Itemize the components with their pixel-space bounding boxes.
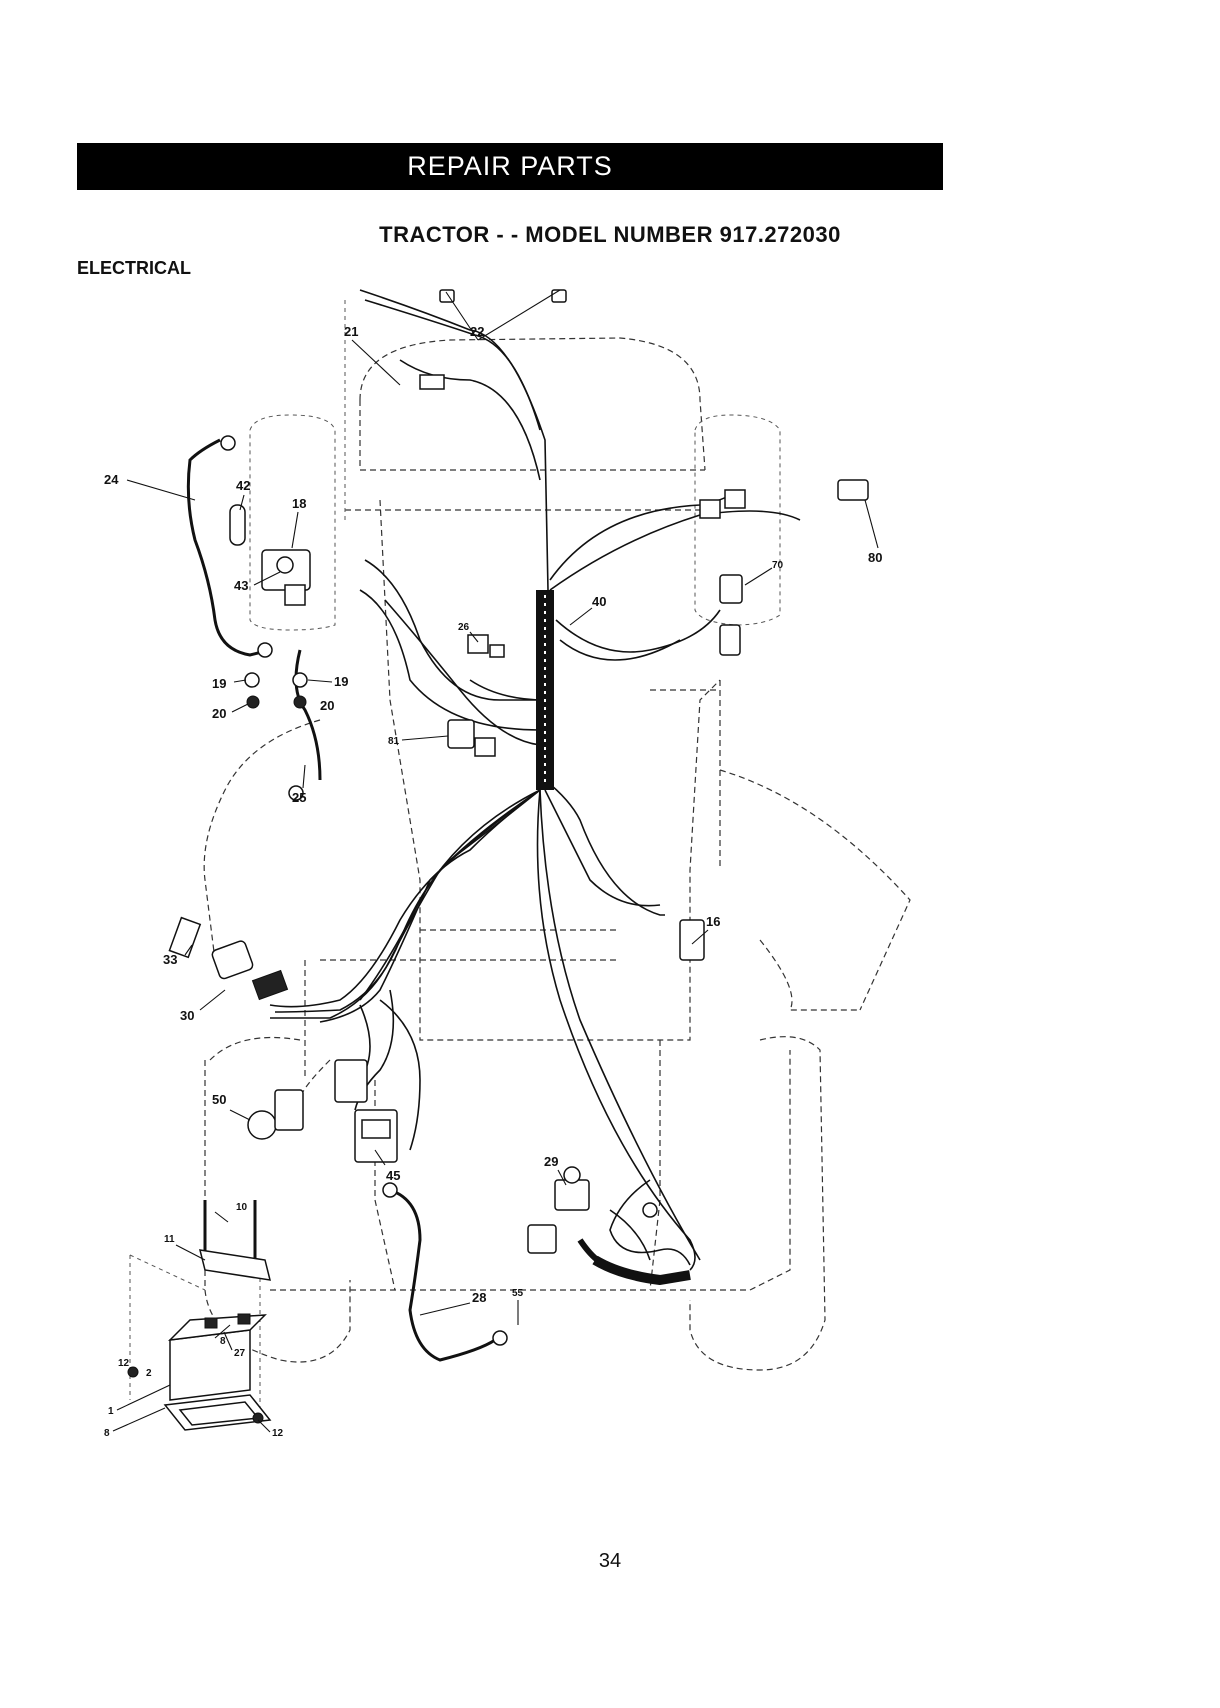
pto-connector: [699, 479, 869, 519]
callout-18: 18: [292, 496, 306, 511]
callout-40: 40: [592, 594, 606, 609]
callout-25: 25: [292, 790, 306, 805]
leader-lines: [112, 289, 879, 1433]
callout-20-left: 20: [212, 706, 226, 721]
callout-26: 26: [458, 622, 470, 633]
callout-16: 16: [706, 914, 720, 929]
repair-parts-banner: REPAIR PARTS: [77, 143, 943, 190]
callout-11: 11: [164, 1234, 175, 1245]
callout-55: 55: [512, 1288, 524, 1299]
callout-29: 29: [544, 1154, 558, 1169]
model-title: TRACTOR - - MODEL NUMBER 917.272030: [379, 222, 841, 247]
solenoid-assembly: [229, 504, 311, 606]
callout-10: 10: [236, 1202, 248, 1213]
callout-1: 1: [108, 1406, 114, 1417]
callout-8-upper: 8: [220, 1336, 226, 1347]
callout-42: 42: [236, 478, 250, 493]
battery-holddown: [198, 1249, 272, 1281]
ammeter: [354, 1109, 398, 1163]
seat-switch: [719, 574, 743, 656]
starter-switch: [168, 916, 289, 1001]
section-title: ELECTRICAL: [77, 258, 191, 278]
callout-50: 50: [212, 1092, 226, 1107]
ring-terminals: [220, 435, 658, 1346]
headlight-bulbs: [419, 289, 567, 390]
headlight-switch: [247, 1089, 304, 1140]
callout-19-right: 19: [334, 674, 348, 689]
battery: [167, 1313, 267, 1401]
callout-28: 28: [472, 1290, 486, 1305]
callout-labels: 21 22 24 42 18 43 19 19 20 20 25 26 81 4…: [104, 324, 882, 1439]
callout-2: 2: [146, 1368, 152, 1379]
callout-12-right: 12: [272, 1428, 284, 1439]
connector-block: [334, 1059, 368, 1103]
callout-30: 30: [180, 1008, 194, 1023]
callout-12-left: 12: [118, 1358, 130, 1369]
callout-70: 70: [772, 560, 784, 571]
connector-plug: [527, 1224, 557, 1254]
tractor-outline: [129, 300, 911, 1410]
callout-20-right: 20: [320, 698, 334, 713]
callout-24: 24: [104, 472, 119, 487]
ignition-module: [554, 1166, 590, 1211]
relay: [447, 719, 496, 757]
harness-loom: [536, 590, 691, 1286]
callout-81: 81: [388, 736, 400, 747]
callout-22: 22: [470, 324, 484, 339]
fuse-holder: [467, 634, 505, 658]
page-number: 34: [598, 1550, 622, 1572]
callout-8-lower: 8: [104, 1428, 110, 1439]
battery-cables: [186, 438, 496, 1362]
washers-nuts: [127, 672, 308, 1424]
callout-19-left: 19: [212, 676, 226, 691]
interlock-switch: [679, 919, 705, 961]
battery-tray: [163, 1394, 272, 1431]
callout-43: 43: [234, 578, 248, 593]
callout-45: 45: [386, 1168, 400, 1183]
callout-21: 21: [344, 324, 358, 339]
callout-80: 80: [868, 550, 882, 565]
callout-33: 33: [163, 952, 177, 967]
callout-27: 27: [234, 1348, 246, 1359]
wire-harness: [269, 289, 801, 1271]
